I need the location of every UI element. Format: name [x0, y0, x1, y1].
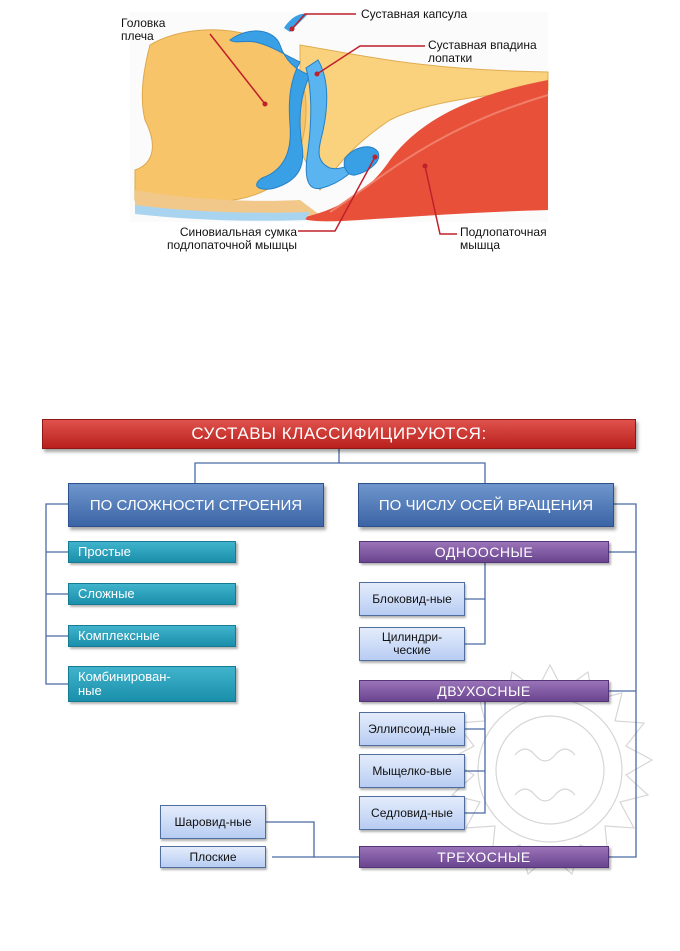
joint-capsule-shape: [229, 30, 311, 190]
leader-lines: [209, 13, 457, 235]
lower-cartilage-shape: [135, 205, 310, 221]
structure-item-simple: Простые: [68, 541, 236, 563]
structure-item-combined: Комбинирован-ные: [68, 666, 236, 702]
category-by-structure: ПО СЛОЖНОСТИ СТРОЕНИЯ: [68, 483, 324, 527]
biaxial-item-saddle: Седловид-ные: [359, 796, 465, 830]
subscapularis-shape: [300, 80, 548, 222]
leader-dots: [262, 26, 428, 169]
uniaxial-item-trochlear: Блоковид-ные: [359, 582, 465, 616]
label-glenoid-cavity: Суставная впадина лопатки: [428, 38, 537, 65]
label-subscapularis: Подлопаточная мышца: [460, 225, 547, 252]
label-joint-capsule: Суставная капсула: [361, 7, 468, 21]
axes-group-uniaxial: ОДНООСНЫЕ: [359, 541, 609, 563]
category-by-axes: ПО ЧИСЛУ ОСЕЙ ВРАЩЕНИЯ: [358, 483, 614, 527]
structure-item-complex: Сложные: [68, 583, 236, 605]
structure-item-compound: Комплексные: [68, 625, 236, 647]
triaxial-item-plane: Плоские: [160, 846, 266, 868]
uniaxial-item-cylindrical: Цилиндри-ческие: [359, 627, 465, 661]
biaxial-item-condylar: Мыщелко-вые: [359, 754, 465, 788]
shoulder-joint-illustration: [130, 12, 549, 235]
label-head-of-humerus: Головка плеча: [121, 16, 166, 43]
triaxial-item-spherical: Шаровид-ные: [160, 805, 266, 839]
axes-group-triaxial: ТРЕХОСНЫЕ: [359, 846, 609, 868]
axes-group-biaxial: ДВУХОСНЫЕ: [359, 680, 609, 702]
label-synovial-bursa: Синовиальная сумка подлопаточной мышцы: [167, 225, 297, 252]
biaxial-item-ellipsoid: Эллипсоид-ные: [359, 712, 465, 746]
classification-title: СУСТАВЫ КЛАССИФИЦИРУЮТСЯ:: [42, 419, 636, 449]
muscle-highlight: [329, 94, 549, 213]
bursa-shape: [343, 146, 380, 176]
